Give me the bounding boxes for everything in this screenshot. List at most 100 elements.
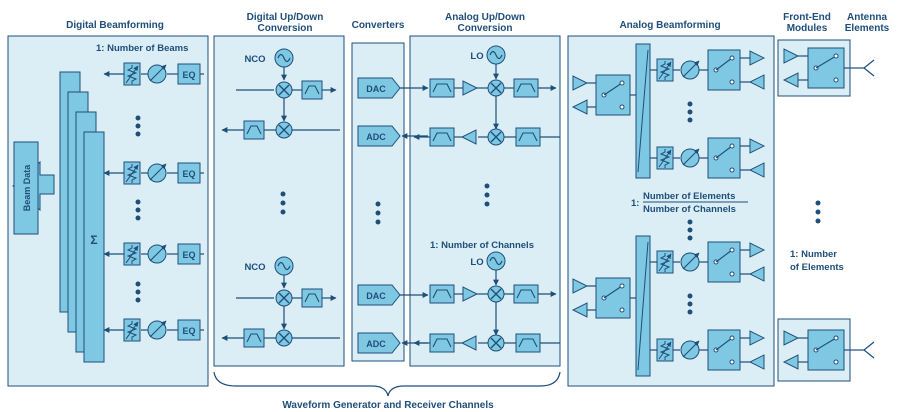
title-digital-beamforming: Digital Beamforming [66,20,164,31]
splitter-icon [635,235,651,377]
filter-icon [243,328,265,348]
phase-shifter-icon [680,340,700,360]
antenna-icon [852,59,875,77]
phase-shifter-icon [147,64,167,84]
attenuator-icon [123,242,141,266]
switch-icon [707,329,741,371]
dac-block: DAC [357,77,401,99]
amplifier-icon [462,286,479,302]
amplifier-icon [748,74,765,90]
title-converters: Converters [352,20,405,31]
mixer-icon [487,334,505,352]
attenuator-icon [656,250,674,274]
analog-bf-element [650,137,766,179]
amplifier-icon [462,80,479,96]
ratio-numerator: Number of Elements [643,191,735,202]
dac-block: DAC [357,284,401,306]
beam-row: EQ [103,242,204,266]
filter-icon [301,288,323,308]
eq-block: EQ [177,319,201,341]
switch-icon [807,329,845,371]
phase-shifter-icon [680,252,700,272]
frontend-module [782,329,875,371]
splitter-icon [635,43,651,179]
svg-text:EQ: EQ [182,169,195,179]
attenuator-icon [123,62,141,86]
filter-icon [429,127,455,147]
filter-icon [429,284,455,304]
filter-icon [301,80,323,100]
ellipsis-dots [484,183,490,207]
mixer-icon [487,79,505,97]
attenuator-icon [656,338,674,362]
beam-row: EQ [103,161,204,185]
analog-bf-element [650,241,766,283]
digital-channel: NCO [221,48,340,140]
phase-shifter-icon [147,163,167,183]
beam-row: EQ [103,318,204,342]
label-number-of-elements-1: 1: Number [790,249,837,260]
antenna-icon [852,341,875,359]
switch-icon [595,74,631,116]
svg-text:DAC: DAC [366,84,386,94]
svg-text:EQ: EQ [182,70,195,80]
mixer-icon [275,81,293,99]
ellipsis-dots [687,101,693,315]
label-number-of-beams: 1: Number of Beams [96,43,188,54]
attenuator-icon [656,146,674,170]
amplifier-icon [460,335,477,351]
svg-text:DAC: DAC [366,291,386,301]
svg-text:EQ: EQ [182,250,195,260]
label-number-of-elements-2: of Elements [790,262,844,273]
lo-label: LO [470,51,483,62]
ellipsis-dots [815,200,821,224]
analog-channel: LO [413,45,560,147]
title-frontend-1: Front-End [783,12,831,23]
attenuator-icon [123,161,141,185]
nco-label: NCO [244,54,265,65]
filter-icon [515,127,541,147]
amplifier-icon [783,48,800,64]
eq-block: EQ [177,243,201,265]
frontend-module [782,47,875,89]
amplifier-icon [748,266,765,282]
oscillator-icon [486,45,506,65]
phase-shifter-icon [680,148,700,168]
title-analog-updown-1: Analog Up/Down [445,12,525,23]
amplifier-icon [572,75,589,91]
analog-bf-element [650,49,766,91]
mixer-icon [275,329,293,347]
switch-icon [707,49,741,91]
mixer-icon [487,285,505,303]
adc-block: ADC [357,332,401,354]
mixer-icon [487,128,505,146]
svg-text:ADC: ADC [366,132,386,142]
analog-bf-group [571,43,766,179]
switch-icon [707,137,741,179]
ellipsis-dots [135,115,141,303]
attenuator-icon [123,318,141,342]
amplifier-icon [783,330,800,346]
ellipsis-dots [280,191,286,215]
ratio-prefix: 1: [631,198,639,209]
svg-text:EQ: EQ [182,326,195,336]
attenuator-icon [656,58,674,82]
digital-channel: NCO [221,256,340,348]
nco-label: NCO [244,262,265,273]
amplifier-icon [460,129,477,145]
beam-data-label: Beam Data [22,164,32,212]
phase-shifter-icon [680,60,700,80]
title-digital-updown-2: Conversion [257,23,312,34]
mixer-icon [275,289,293,307]
oscillator-icon [274,256,294,276]
switch-icon [595,277,631,319]
filter-icon [243,120,265,140]
phase-shifter-icon [147,244,167,264]
oscillator-icon [486,251,506,271]
filter-icon [429,78,455,98]
oscillator-icon [274,48,294,68]
svg-text:ADC: ADC [366,339,386,349]
lo-label: LO [470,257,483,268]
footer-label: Waveform Generator and Receiver Channels [282,400,494,411]
